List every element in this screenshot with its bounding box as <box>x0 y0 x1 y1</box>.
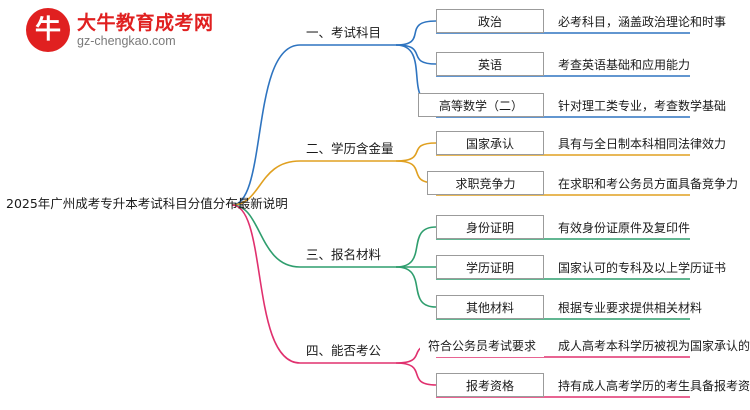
logo-text-block: 大牛教育成考网 gz-chengkao.com <box>77 12 214 49</box>
leaf-node-2-2[interactable]: 求职竞争力 <box>427 171 544 195</box>
branch-label-2[interactable]: 二、学历含金量 <box>306 141 394 156</box>
leaf-desc-1-2: 考查英语基础和应用能力 <box>558 57 691 72</box>
root-node-label: 2025年广州成考专升本考试科目分值分布最新说明 <box>6 196 288 211</box>
logo-glyph: 牛 <box>34 15 61 45</box>
leaf-desc-2-2: 在求职和考公务员方面具备竞争力 <box>558 176 739 191</box>
leaf-node-3-2[interactable]: 学历证明 <box>436 255 544 279</box>
leaf-desc-4-1: 成人高考本科学历被视为国家承认的学历 <box>558 338 750 353</box>
leaf-node-4-2[interactable]: 报考资格 <box>436 373 544 397</box>
leaf-desc-3-2: 国家认可的专科及以上学历证书 <box>558 260 727 275</box>
leaf-node-3-1[interactable]: 身份证明 <box>436 215 544 239</box>
logo-subtitle: gz-chengkao.com <box>77 33 176 48</box>
leaf-desc-3-1: 有效身份证原件及复印件 <box>558 220 691 235</box>
leaf-desc-1-1: 必考科目，涵盖政治理论和时事 <box>558 14 727 29</box>
leaf-desc-1-3: 针对理工类专业，考查数学基础 <box>558 98 727 113</box>
leaf-desc-3-3: 根据专业要求提供相关材料 <box>558 300 703 315</box>
leaf-node-1-1[interactable]: 政治 <box>436 9 544 33</box>
leaf-node-2-1[interactable]: 国家承认 <box>436 131 544 155</box>
site-logo: 牛 大牛教育成考网 gz-chengkao.com <box>26 8 214 52</box>
branch-label-3[interactable]: 三、报名材料 <box>306 247 382 262</box>
logo-title: 大牛教育成考网 <box>77 11 214 34</box>
leaf-node-3-3[interactable]: 其他材料 <box>436 295 544 319</box>
leaf-desc-4-2: 持有成人高考学历的考生具备报考资格 <box>558 378 750 393</box>
logo-circle-icon: 牛 <box>26 8 70 52</box>
leaf-node-1-2[interactable]: 英语 <box>436 52 544 76</box>
leaf-node-4-1[interactable]: 符合公务员考试要求 <box>420 333 544 357</box>
leaf-node-1-3[interactable]: 高等数学（二） <box>418 93 544 117</box>
leaf-desc-2-1: 具有与全日制本科相同法律效力 <box>558 136 727 151</box>
branch-label-1[interactable]: 一、考试科目 <box>306 25 382 40</box>
branch-label-4[interactable]: 四、能否考公 <box>306 343 382 358</box>
